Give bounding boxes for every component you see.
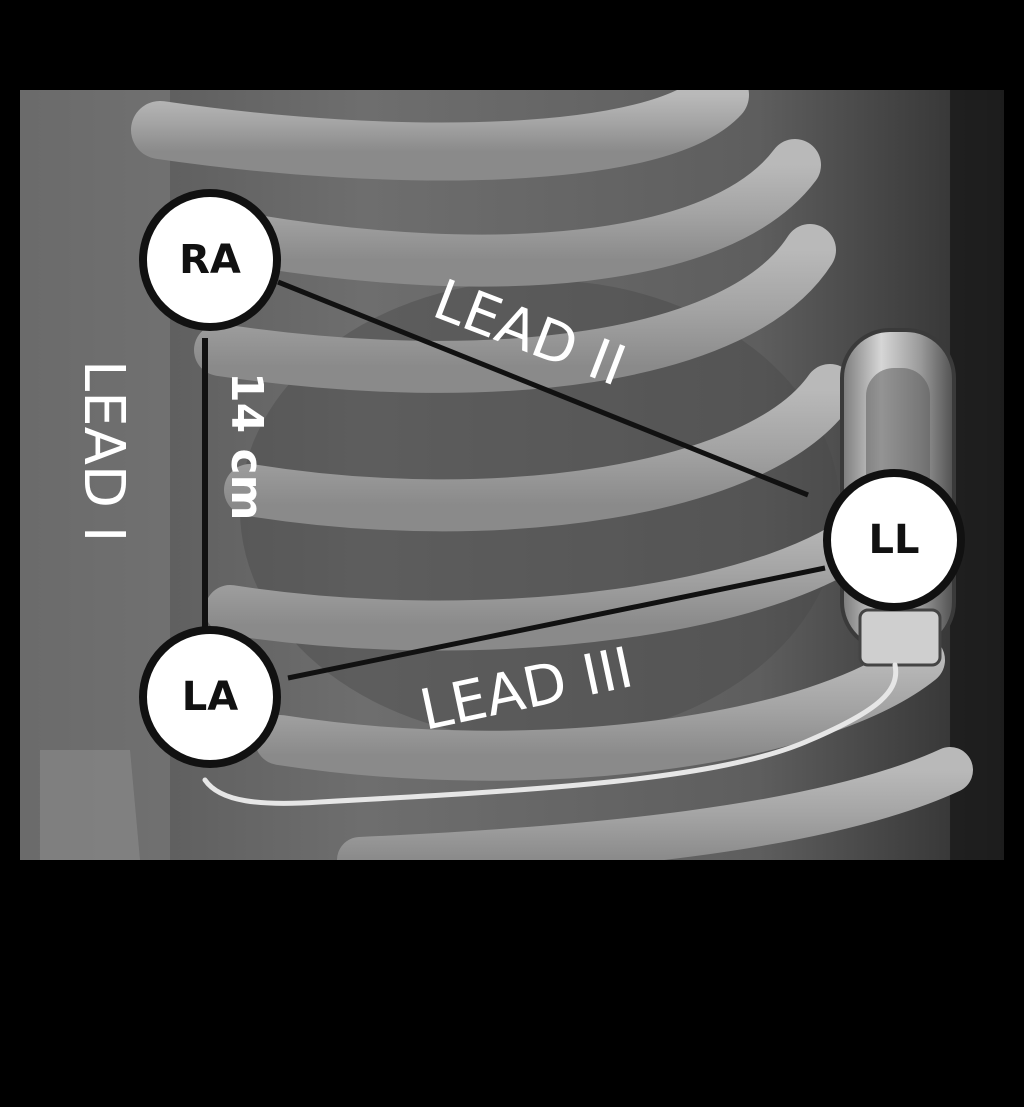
rib-2 [224,139,821,287]
electrode-la: LA [139,626,281,768]
rib-1 [131,90,749,181]
rib-7 [337,747,973,860]
spine-shadow [20,90,170,860]
lead-1-label: LEAD I [71,360,136,542]
electrode-ll: LL [823,469,965,611]
right-edge-shadow [950,90,1004,860]
xray-image-panel: LEAD I LEAD II LEAD III 14 cm RA LA LL [20,90,1004,860]
recorder-wire [202,662,899,806]
electrode-ra: RA [139,189,281,331]
rib-6 [255,635,945,781]
lead-3-line [287,565,826,681]
rib-3 [194,224,836,393]
distance-label: 14 cm [221,372,272,520]
rib-4 [224,364,856,532]
electrode-ll-label: LL [869,517,920,563]
lead-2-line [277,279,809,498]
electrode-la-label: LA [182,674,238,720]
ecg-lead-diagram: LEAD I LEAD II LEAD III 14 cm RA LA LL [20,90,1004,860]
vertebra-column [40,750,140,860]
electrode-ra-label: RA [179,237,241,283]
